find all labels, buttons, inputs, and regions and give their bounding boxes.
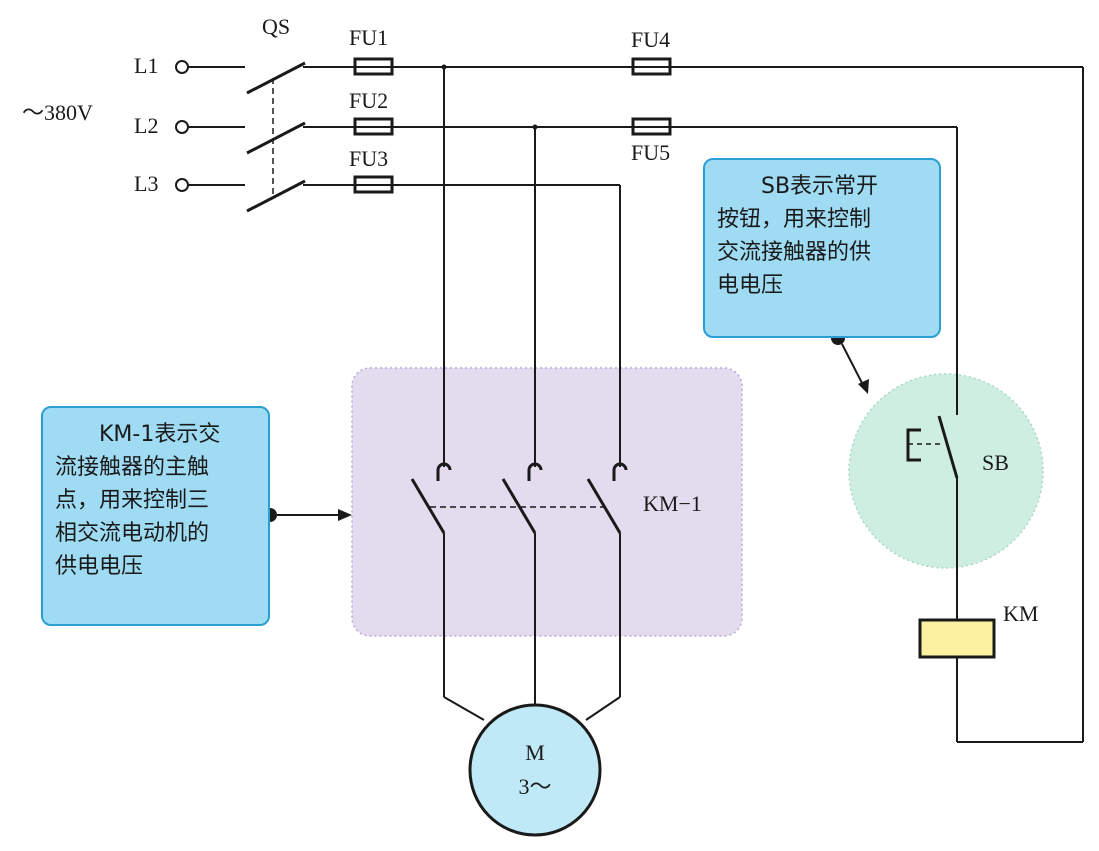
terminal-l1 <box>175 60 189 74</box>
label-km: KM <box>1003 601 1038 626</box>
label-l1: L1 <box>134 53 158 78</box>
sb-callout: SB表示常开 按钮，用来控制 交流接触器的供 电电压 <box>703 158 941 338</box>
label-l3: L3 <box>134 171 158 196</box>
km-coil <box>918 618 996 659</box>
label-fu3: FU3 <box>349 146 388 171</box>
wires <box>188 66 1084 743</box>
label-fu1: FU1 <box>349 25 388 50</box>
motor <box>468 703 602 837</box>
label-fu2: FU2 <box>349 88 388 113</box>
terminal-l2 <box>175 120 189 134</box>
label-qs: QS <box>262 14 290 39</box>
label-fu4: FU4 <box>631 27 670 52</box>
label-l2: L2 <box>134 113 158 138</box>
qs-switch <box>246 61 306 213</box>
label-fu5: FU5 <box>631 140 670 165</box>
label-voltage: ～380V <box>22 100 93 125</box>
km1-callout: KM-1表示交 流接触器的主触 点，用来控制三 相交流电动机的 供电电压 <box>41 406 270 626</box>
label-motor-m: M <box>525 740 545 765</box>
sb-zone <box>848 373 1044 569</box>
fuses <box>353 57 672 194</box>
km1-contact-zone <box>351 367 743 637</box>
label-motor-phase: 3～ <box>518 774 551 799</box>
pointer-sb <box>831 331 869 394</box>
sb-button <box>906 415 959 479</box>
pointer-km1 <box>263 508 352 522</box>
label-sb: SB <box>982 450 1009 475</box>
km1-contacts <box>410 462 628 534</box>
label-km1: KM−1 <box>643 491 702 516</box>
junctions <box>441 64 538 130</box>
terminal-l3 <box>175 178 189 192</box>
